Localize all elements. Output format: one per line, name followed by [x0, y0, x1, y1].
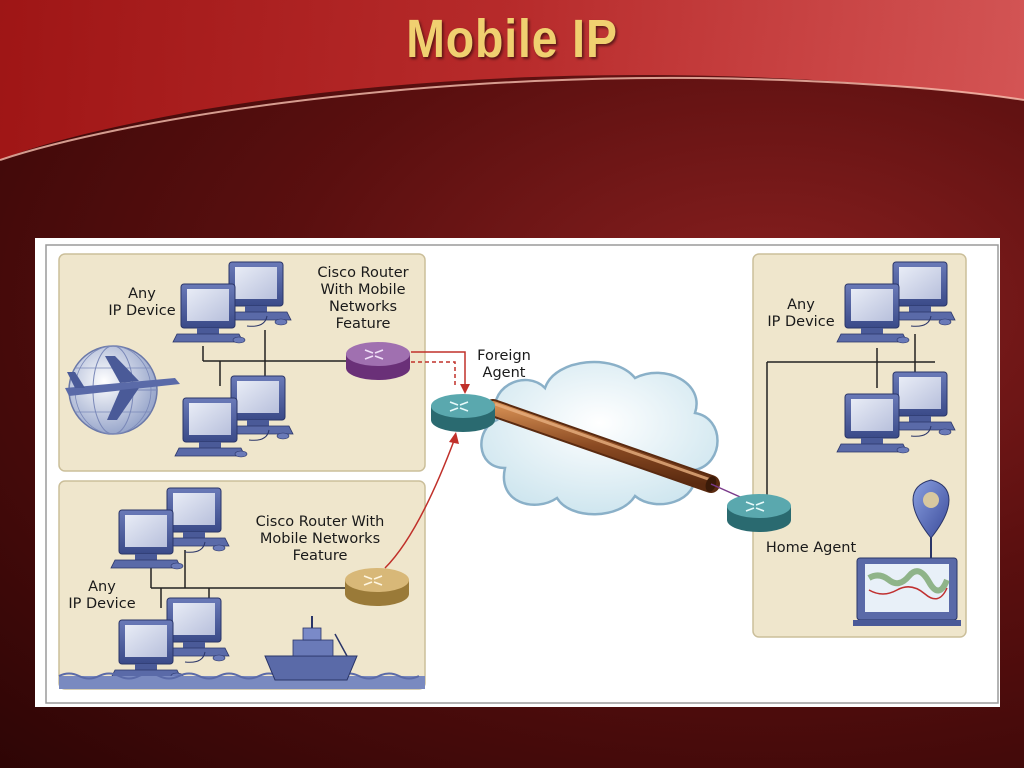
slide-title: Mobile IP: [406, 9, 618, 69]
bottom-left-device-label: Any IP Device: [68, 579, 136, 612]
home-agent-label: Home Agent: [765, 540, 857, 556]
top-left-panel: [58, 253, 426, 472]
diagram-canvas: [45, 244, 999, 704]
router-gold-icon: [345, 568, 409, 606]
mobile-ip-tunnel: [484, 399, 748, 501]
ship-icon: [264, 616, 358, 681]
location-pin-icon: [912, 479, 950, 539]
top-left-device-label: Any IP Device: [108, 286, 176, 319]
map-display-icon: [853, 528, 961, 626]
mobile-ip-diagram: Any IP Device Cisco Router With Mobile N…: [35, 238, 1000, 707]
registration-arrows: [384, 351, 470, 569]
router-foreign-agent-icon: [431, 394, 495, 432]
bottom-left-panel: [58, 480, 426, 690]
right-device-label: Any IP Device: [767, 297, 835, 330]
globe-plane-icon: [65, 345, 180, 435]
header-swoosh: [0, 0, 1024, 161]
top-left-router-label: Cisco Router With Mobile Networks Featur…: [317, 265, 409, 332]
foreign-agent-label: Foreign Agent: [477, 348, 531, 381]
right-panel: [752, 253, 967, 638]
bottom-left-router-label: Cisco Router With Mobile Networks Featur…: [255, 514, 385, 564]
router-home-agent-icon: [727, 494, 791, 532]
router-purple-icon: [346, 342, 410, 380]
